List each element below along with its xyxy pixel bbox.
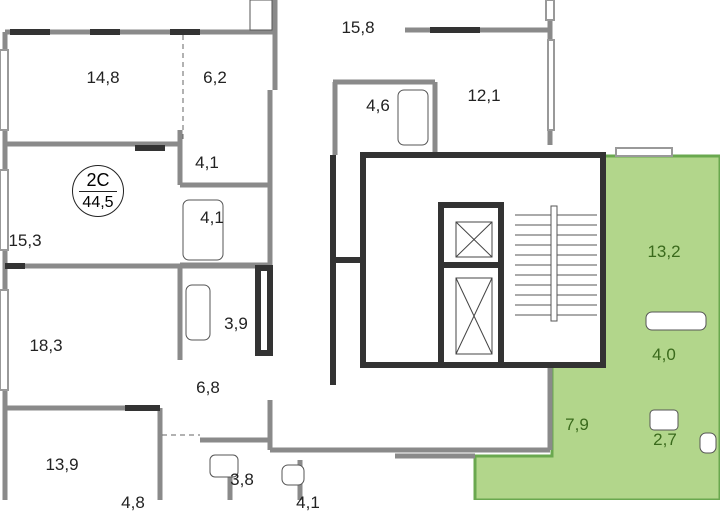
apartment-total-area: 44,5 bbox=[82, 194, 114, 211]
room-area: 6,2 bbox=[203, 68, 227, 87]
floor-plan bbox=[0, 0, 720, 500]
room-area: 15,3 bbox=[8, 231, 42, 250]
room-area: 14,8 bbox=[86, 68, 120, 87]
room-area: 18,3 bbox=[29, 336, 63, 355]
room-area: 3,8 bbox=[230, 470, 254, 489]
fixtures bbox=[182, 0, 717, 486]
room-area: 4,0 bbox=[652, 345, 676, 364]
partitions bbox=[162, 35, 200, 436]
room-area: 3,9 bbox=[224, 314, 248, 333]
room-area: 13,9 bbox=[45, 455, 79, 474]
stairs bbox=[515, 205, 597, 322]
elevators bbox=[455, 221, 493, 355]
room-area: 12,1 bbox=[467, 86, 501, 105]
room-area: 15,8 bbox=[341, 18, 375, 37]
room-area: 4,1 bbox=[200, 208, 224, 227]
core-walls bbox=[5, 27, 606, 411]
walls bbox=[2, 0, 553, 500]
room-area: 13,2 bbox=[647, 242, 681, 261]
room-area: 7,9 bbox=[565, 415, 589, 434]
room-area: 4,8 bbox=[121, 493, 145, 512]
room-area: 6,8 bbox=[196, 378, 220, 397]
room-area: 2,7 bbox=[653, 430, 677, 449]
apartment-type-badge: 2С 44,5 bbox=[72, 165, 124, 217]
room-area: 4,6 bbox=[366, 96, 390, 115]
room-area: 4,1 bbox=[296, 493, 320, 512]
room-area: 4,1 bbox=[195, 153, 219, 172]
windows bbox=[0, 0, 673, 391]
apartment-type: 2С bbox=[86, 170, 110, 190]
